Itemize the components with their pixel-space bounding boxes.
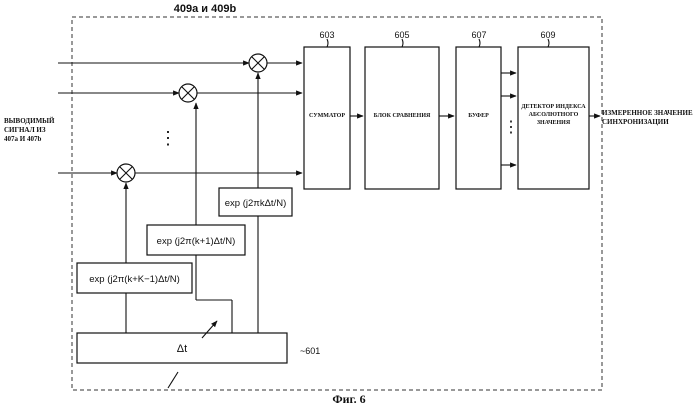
exp-box-3-label: exp (j2π(k+K−1)Δt/N) [89, 274, 180, 285]
buffer-output-dots: ⋮ [503, 119, 519, 136]
multiplier-3 [117, 164, 135, 182]
multiplier-dots: ⋮ [159, 128, 177, 148]
input-label-line-3: 407а И 407b [4, 135, 41, 143]
detector-label-line-1: ДЕТЕКТОР ИНДЕКСА [521, 104, 586, 110]
input-label-line-2: СИГНАЛ ИЗ [4, 126, 46, 134]
adder-ref-leader [327, 39, 328, 47]
compare-ref-leader [402, 39, 403, 47]
output-label-line-1: ИЗМЕРЕННОЕ ЗНАЧЕНИЕ [602, 109, 693, 117]
compare-label: БЛОК СРАВНЕНИЯ [374, 113, 431, 119]
exp-box-3: exp (j2π(k+K−1)Δt/N) [77, 263, 192, 293]
input-label-line-1: ВЫВОДИМЫЙ [4, 117, 55, 125]
exp-box-2: exp (j2π(k+1)Δt/N) [147, 225, 245, 255]
adder-block: СУММАТОР [304, 47, 350, 189]
delta-t-block: Δt [77, 333, 287, 363]
exp-box-2-label: exp (j2π(k+1)Δt/N) [157, 236, 236, 247]
output-label-line-2: СИНХРОНИЗАЦИИ [602, 118, 669, 126]
diagonal-tick [168, 372, 178, 388]
buffer-ref: 607 [471, 30, 486, 40]
buffer-block: БУФЕР [456, 47, 501, 189]
figure-caption: Фиг. 6 [332, 392, 365, 406]
multiplier-2 [179, 84, 197, 102]
detector-ref-leader [548, 39, 549, 47]
compare-ref: 605 [394, 30, 409, 40]
delta-t-label: Δt [177, 343, 187, 355]
multiplier-1 [249, 54, 267, 72]
adder-label: СУММАТОР [309, 113, 345, 119]
buffer-label: БУФЕР [468, 113, 489, 119]
buffer-ref-leader [479, 39, 480, 47]
delta-t-ref: ~601 [300, 346, 320, 356]
output-label: ИЗМЕРЕННОЕ ЗНАЧЕНИЕ СИНХРОНИЗАЦИИ [602, 109, 693, 126]
detector-label-line-2: АБСОЛЮТНОГО [529, 112, 579, 118]
input-label: ВЫВОДИМЫЙ СИГНАЛ ИЗ 407а И 407b [4, 117, 55, 143]
exp-box-1-label: exp (j2πkΔt/N) [225, 198, 286, 209]
adder-ref: 603 [319, 30, 334, 40]
detector-block: ДЕТЕКТОР ИНДЕКСА АБСОЛЮТНОГО ЗНАЧЕНИЯ [518, 47, 589, 189]
compare-block: БЛОК СРАВНЕНИЯ [365, 47, 439, 189]
detector-label-line-3: ЗНАЧЕНИЯ [537, 120, 571, 126]
exp-box-1: exp (j2πkΔt/N) [219, 188, 292, 216]
detector-ref: 609 [540, 30, 555, 40]
header-label: 409a и 409b [174, 3, 237, 15]
